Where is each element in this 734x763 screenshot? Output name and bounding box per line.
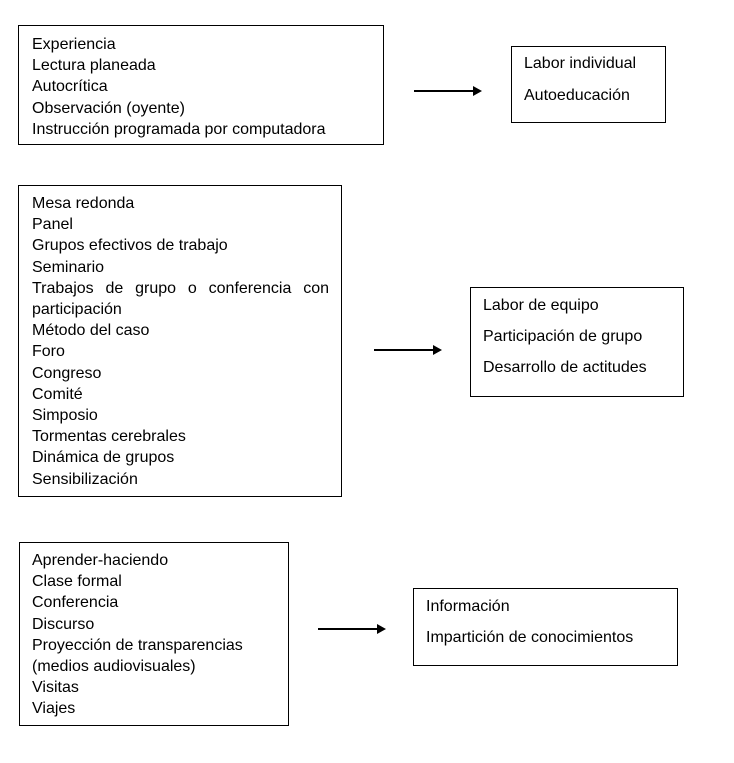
method-item: Conferencia [32,594,119,612]
outcome-box-individual: Labor individual Autoeducación [511,46,666,123]
method-item: Tormentas cerebrales [32,428,186,446]
arrow-right-icon [374,345,442,355]
method-item: Simposio [32,407,98,425]
method-item: Grupos efectivos de trabajo [32,237,228,255]
method-item: Visitas [32,679,79,697]
method-item: Trabajos de grupo o conferencia con part… [32,279,329,319]
arrow-head [473,86,482,96]
method-item: Experiencia [32,36,116,53]
outcome-item: Labor individual [524,55,637,72]
arrow-right-icon [414,86,482,96]
arrow-shaft [318,628,378,630]
methods-box-group: Mesa redonda Panel Grupos efectivos de t… [18,185,342,497]
arrow-right-icon [318,624,386,634]
methods-box-informative: Aprender-haciendo Clase formal Conferenc… [19,542,289,726]
method-item: Seminario [32,258,105,276]
method-item: Proyección de transparencias (medios aud… [32,636,243,676]
method-item: Lectura planeada [32,57,156,75]
method-item: Clase formal [32,573,122,591]
method-item: Dinámica de grupos [32,449,175,467]
method-item: Sensibilización [32,470,138,488]
method-item: Comité [32,385,83,403]
outcome-box-informative: Información Impartición de conocimientos [413,588,678,666]
outcome-item: Impartición de conocimientos [426,629,634,646]
method-item: Congreso [32,364,102,382]
method-item: Discurso [32,615,95,633]
method-item: Observación (oyente) [32,99,185,117]
method-item: Viajes [32,700,76,718]
outcome-box-group: Labor de equipo Participación de grupo D… [470,287,684,397]
outcome-item: Autoeducación [524,87,630,104]
outcome-item: Información [426,598,510,615]
methods-box-individual: Experiencia Lectura planeada Autocrítica… [18,25,384,145]
outcome-item: Participación de grupo [483,328,643,345]
method-item: Mesa redonda [32,195,135,212]
arrow-head [433,345,442,355]
outcome-item: Desarrollo de actitudes [483,359,647,376]
outcome-item: Labor de equipo [483,297,599,314]
method-item: Foro [32,343,65,361]
method-item: Aprender-haciendo [32,552,169,569]
method-item: Autocrítica [32,78,108,96]
arrow-head [377,624,386,634]
method-item: Instrucción programada por computadora [32,120,326,138]
arrow-shaft [374,349,434,351]
method-item: Método del caso [32,322,150,340]
method-item: Panel [32,216,73,234]
arrow-shaft [414,90,474,92]
